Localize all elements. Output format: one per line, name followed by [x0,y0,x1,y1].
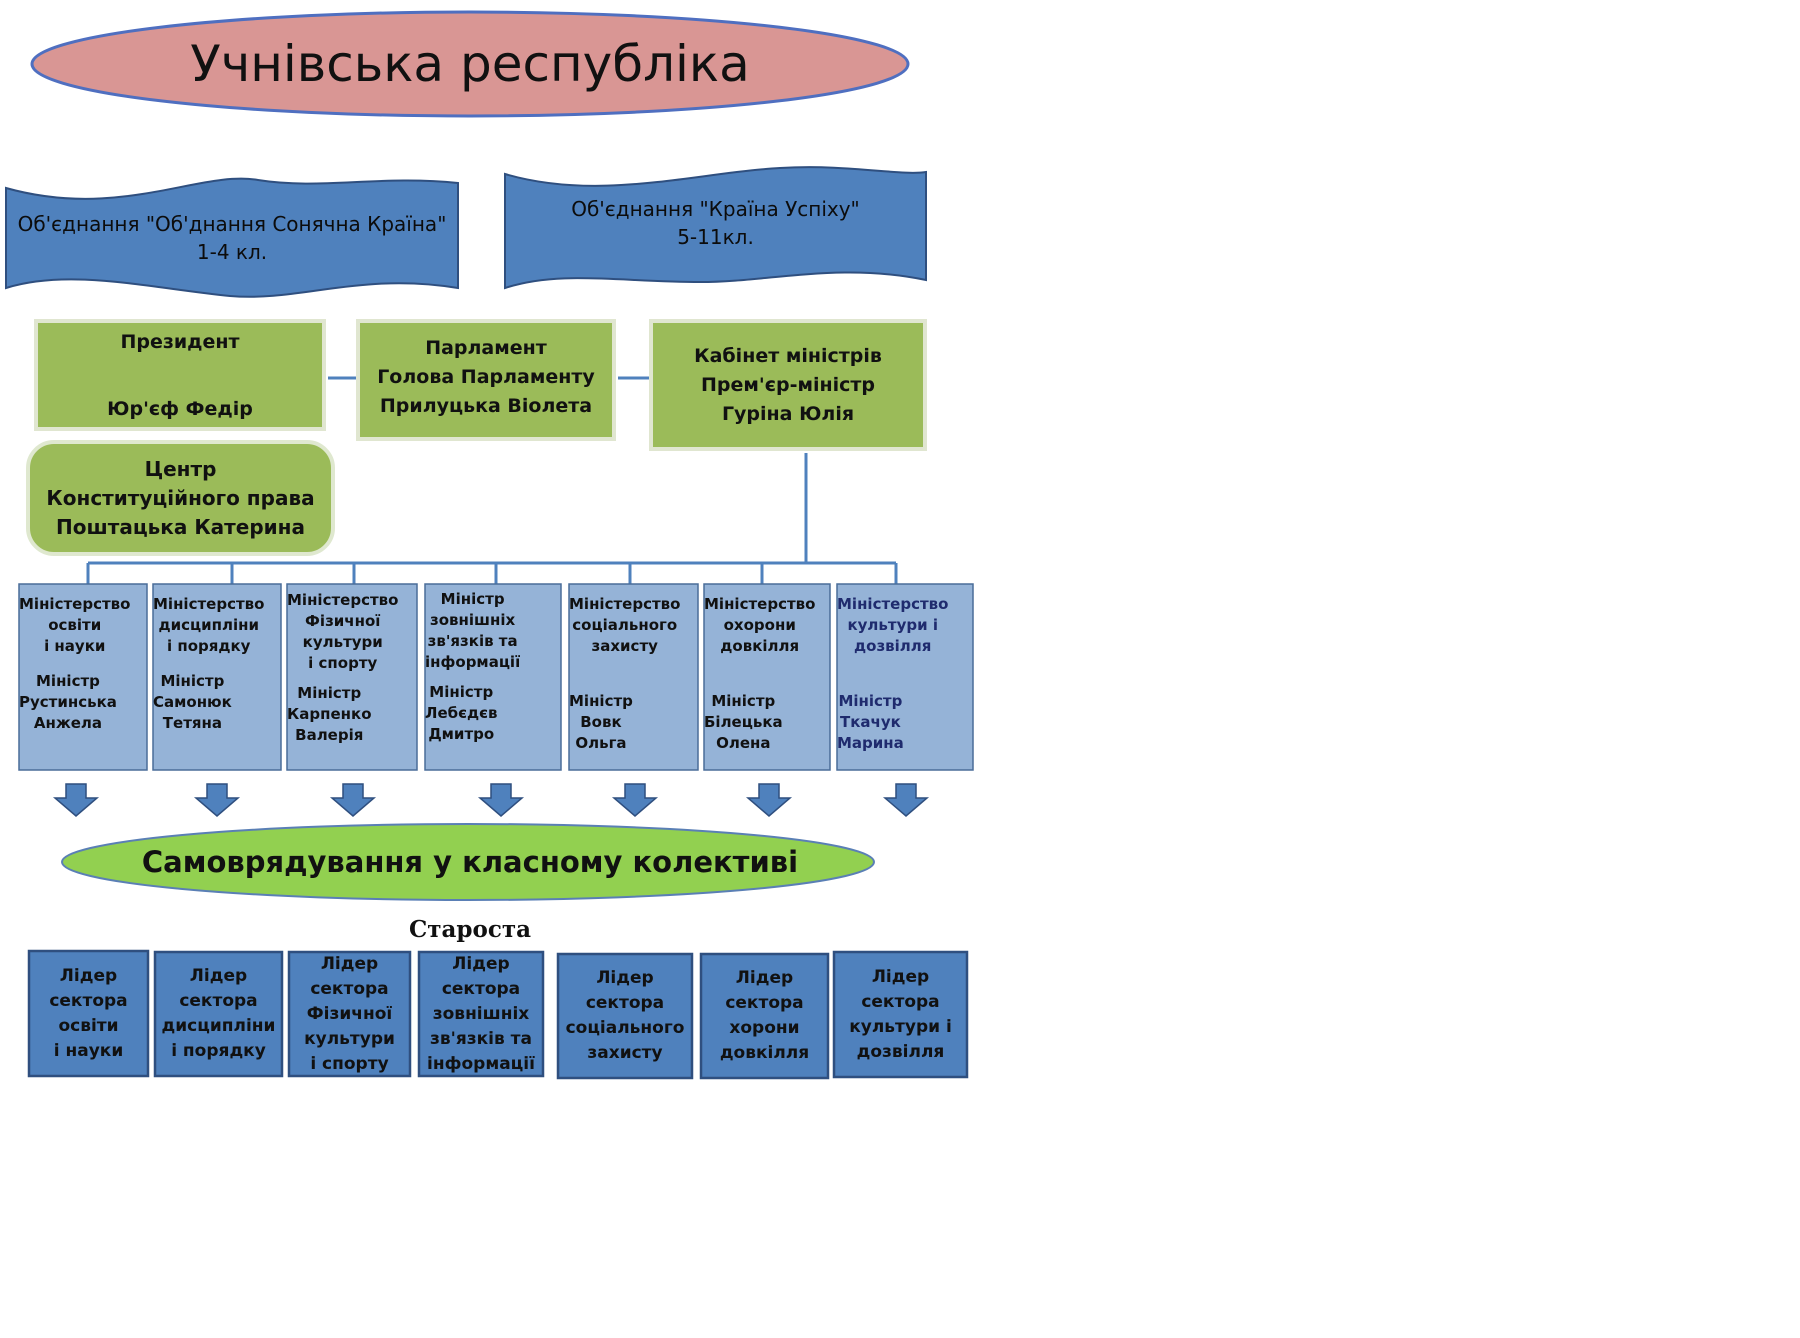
ministry-social-protection: Міністерство соціального захисту Міністр… [569,584,698,770]
president-title: Президент [120,331,240,353]
parliament-name: Прилуцька Віолета [379,394,593,417]
leader-sport: Лідер сектора Фізичної культури і спорту [304,953,395,1074]
arrow-down-icon [611,783,659,817]
leader-boxes [27,949,969,1080]
arrow-down-icon [882,783,930,817]
ministry-foreign-relations: Міністр зовнішніх зв'язків та інформації… [425,584,561,770]
ministry-culture: Міністерство культури і дозвілля Міністр… [837,584,973,770]
cabinet-box [649,319,927,451]
president-box [34,319,326,431]
constitutional-center-line2: Конституційного права [46,485,315,510]
banner-sunny-country [5,177,459,298]
parliament-label: Парламент Голова Парламенту Прилуцька Ві… [358,330,614,424]
constitutional-center-line1: Центр [144,456,217,481]
leader-discipline: Лідер сектора дисципліни і порядку [161,966,276,1061]
leader-foreign-relations: Лідер сектора зовнішніх зв'язків та інфо… [427,953,535,1074]
ministry-education: Міністерство освіти і науки Міністр Руст… [19,584,147,770]
banner-country-success-line1: Об'єднання "Країна Успіху" [571,196,860,221]
cabinet-role: Прем'єр-міністр [700,373,876,396]
ministry-discipline: Міністерство дисципліни і порядку Мініст… [153,584,281,770]
minister-name: Міністр Вовк Ольга [569,692,633,752]
arrow-down-icon [477,783,525,817]
minister-name: Міністр Лебєдєв Дмитро [425,683,498,743]
minister-name: Міністр Ткачук Марина [837,692,904,752]
ministry-name: Міністерство дисципліни і порядку [153,595,265,655]
parliament-title: Парламент [425,336,547,359]
minister-name: Міністр Білецька Олена [704,692,783,752]
banner-sunny-country-line1: Об'єднання "Об'днання Сонячна Країна" [17,211,447,236]
ministry-name: Міністерство охорони довкілля [704,595,816,655]
starosta-label: Староста [408,915,532,943]
constitutional-center-label: Центр Конституційного права Поштацька Ка… [28,452,333,544]
ministry-name: Міністерство соціального захисту [569,595,681,655]
parliament-role: Голова Парламенту [377,365,595,388]
cabinet-name: Гуріна Юлія [721,402,855,425]
ministry-drops [86,563,898,584]
constitutional-center-line3: Поштацька Катерина [56,514,305,539]
banner-sunny-country-line2: 1-4 кл. [196,239,268,264]
title-ellipse [30,10,910,118]
president-label: Президент Юр'єф Федір [36,328,324,424]
self-government-ellipse [61,823,875,901]
leader-social-protection: Лідер сектора соціального захисту [565,968,685,1063]
arrow-down-icon [745,783,793,817]
minister-name: Міністр Карпенко Валерія [287,684,372,744]
constitutional-center-box [26,440,335,556]
page-title: Учнівська республіка [190,35,750,93]
arrow-down-icon [52,783,100,817]
arrow-down-icon [329,783,377,817]
parliament-box [356,319,616,441]
ministry-name: Міністерство Фізичної культури і спорту [287,591,399,672]
cabinet-label: Кабінет міністрів Прем'єр-міністр Гуріна… [651,338,925,432]
ministry-boxes [18,583,974,771]
banner-country-success [504,166,927,290]
banner-country-success-line2: 5-11кл. [677,224,754,249]
ministry-name: Міністерство освіти і науки [19,595,131,655]
arrow-down-icon [193,783,241,817]
leader-education: Лідер сектора освіти і науки [49,965,128,1061]
banner-sunny-country-label: Об'єднання "Об'днання Сонячна Країна" 1-… [6,205,458,270]
ministry-name: Міністр зовнішніх зв'язків та інформації [425,590,521,671]
leader-culture: Лідер сектора культури і дозвілля [849,966,952,1062]
leader-environment: Лідер сектора хорони довкілля [719,968,810,1063]
minister-name: Міністр Рустинська Анжела [19,672,117,732]
ministry-name: Міністерство культури і дозвілля [837,595,949,655]
banner-country-success-label: Об'єднання "Країна Успіху" 5-11кл. [505,190,926,255]
minister-name: Міністр Самонюк Тетяна [153,672,232,732]
cabinet-title: Кабінет міністрів [694,344,882,367]
president-name: Юр'єф Федір [107,398,253,420]
ministry-sport: Міністерство Фізичної культури і спорту … [287,584,417,770]
ministry-environment: Міністерство охорони довкілля Міністр Бі… [704,584,830,770]
down-arrows [52,783,930,817]
self-government-label: Самоврядування у класному колективі [141,845,799,879]
